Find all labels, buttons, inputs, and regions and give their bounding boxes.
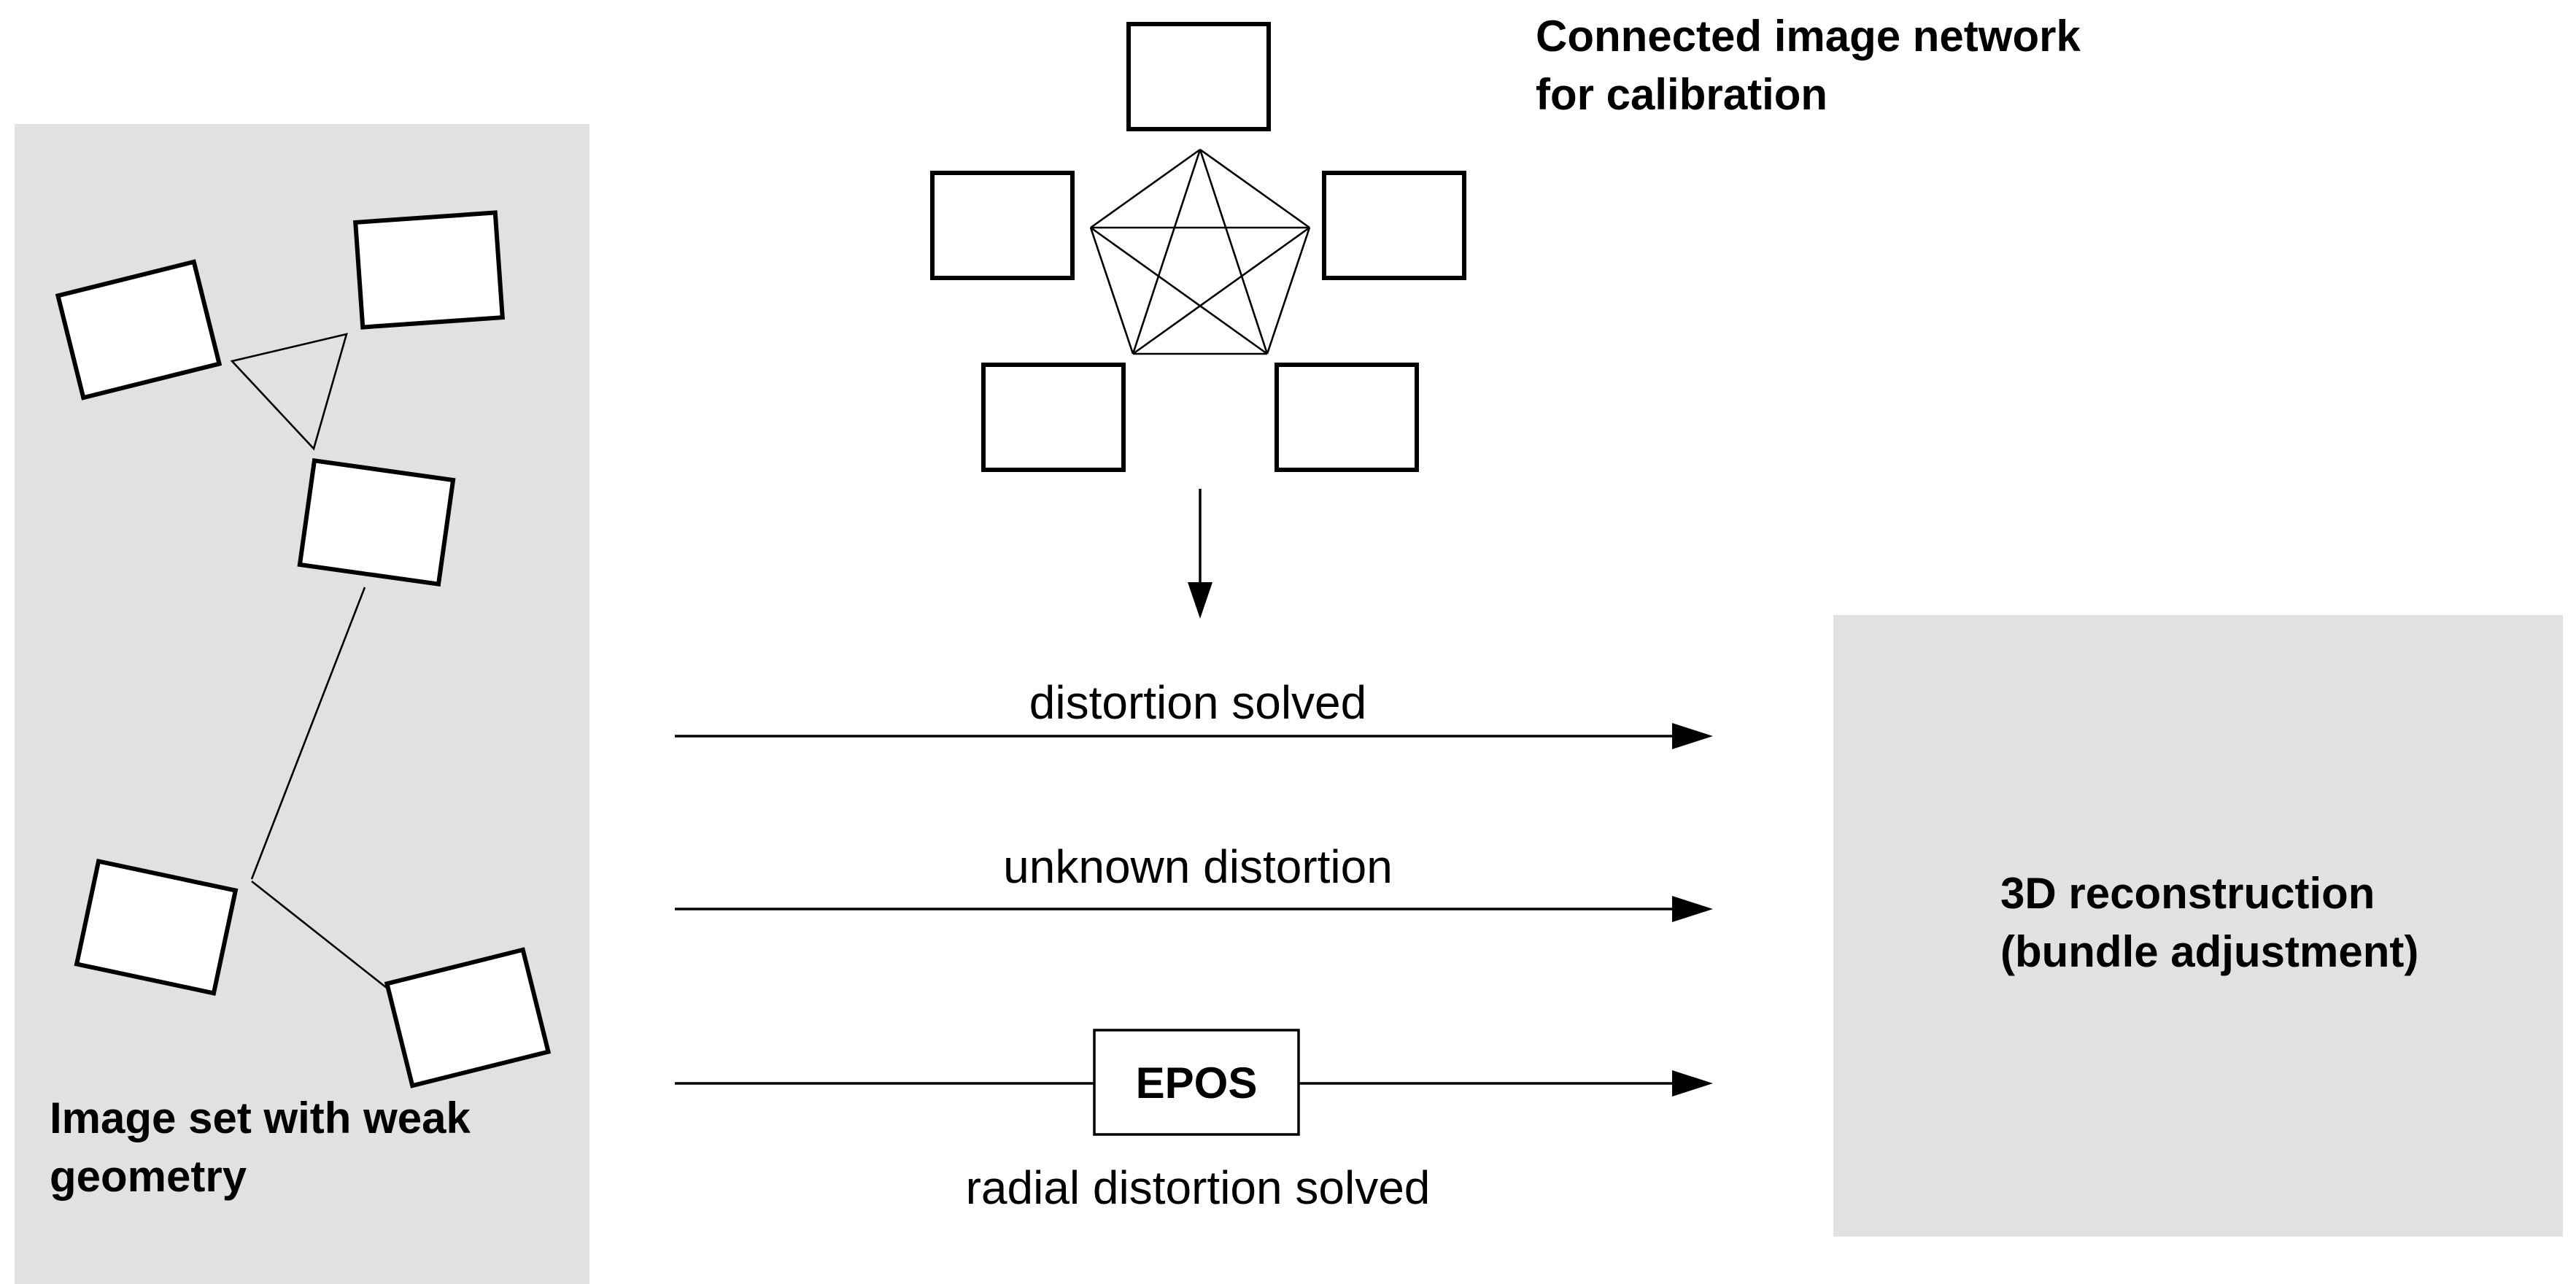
reconstruction-panel: 3D reconstruction (bundle adjustment) — [1833, 615, 2563, 1237]
network-camera-frame — [1126, 22, 1271, 131]
reconstruction-title-line1: 3D reconstruction — [2000, 869, 2375, 918]
network-camera-frame — [981, 363, 1126, 472]
network-camera-frame — [1322, 171, 1466, 280]
weak-geometry-title-line2: geometry — [50, 1152, 247, 1201]
camera-frame — [300, 460, 453, 584]
camera-frame — [355, 212, 503, 327]
unknown-distortion-path: unknown distortion — [675, 840, 1713, 922]
radial-distortion-solved-label: radial distortion solved — [966, 1161, 1431, 1214]
weak-triangle-link — [230, 333, 348, 451]
down-arrow — [1188, 489, 1212, 619]
reconstruction-background — [1833, 615, 2563, 1237]
reconstruction-title-line2: (bundle adjustment) — [2000, 927, 2418, 976]
network-camera-frame — [930, 171, 1075, 280]
distortion-solved-label: distortion solved — [1029, 676, 1366, 729]
network-edges — [1089, 148, 1311, 355]
connected-network: Connected image network for calibration — [930, 12, 2081, 472]
weak-link-line — [250, 587, 366, 880]
weak-geometry-panel: Image set with weak geometry — [15, 124, 589, 1284]
weak-geometry-title-line1: Image set with weak — [50, 1094, 471, 1142]
network-camera-frame — [1275, 363, 1419, 472]
epos-box — [1093, 1029, 1300, 1136]
epos-path: EPOS radial distortion solved — [675, 1029, 1713, 1214]
unknown-distortion-label: unknown distortion — [1003, 840, 1393, 893]
weak-link-line — [251, 880, 391, 992]
distortion-solved-path: distortion solved — [675, 676, 1713, 749]
network-title-line1: Connected image network — [1536, 12, 2081, 61]
network-title-line2: for calibration — [1536, 70, 1827, 119]
epos-box-label: EPOS — [1136, 1059, 1258, 1107]
